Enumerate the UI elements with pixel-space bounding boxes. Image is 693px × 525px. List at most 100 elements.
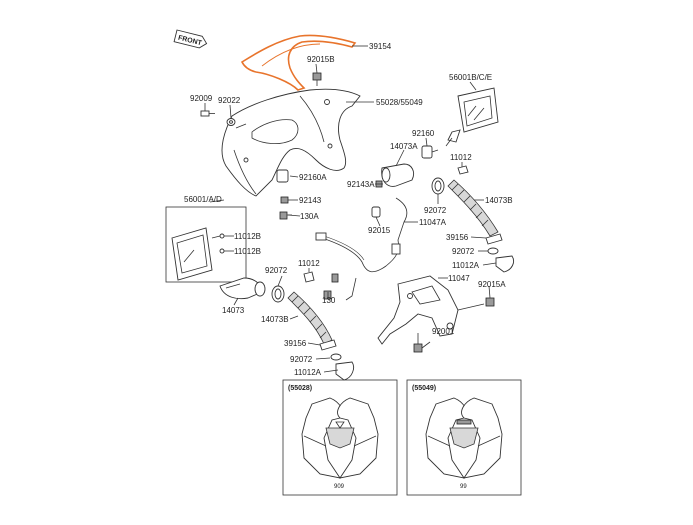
label-11012B-1[interactable]: 11012B [234,232,261,241]
label-92072-right[interactable]: 92072 [424,206,447,215]
bolt-92015B[interactable] [312,72,322,86]
left-mirror[interactable] [165,206,247,283]
variant-right-footer: 99 [460,484,467,490]
bolt-130[interactable] [323,290,332,300]
label-11012-center[interactable]: 11012 [298,259,320,268]
svg-text:39156: 39156 [446,233,469,242]
svg-text:11012: 11012 [298,259,320,268]
cap-11012A-left[interactable] [335,361,355,381]
upper-cowl[interactable] [221,88,361,197]
label-92015[interactable]: 92015 [368,226,391,235]
svg-text:14073B: 14073B [261,315,289,324]
hose-14073B-left[interactable] [287,291,333,345]
label-11012A-left[interactable]: 11012A [294,368,322,377]
duct-14073[interactable] [219,277,266,300]
label-92160A[interactable]: 92160A [299,173,327,182]
svg-text:11012A: 11012A [294,368,322,377]
label-130[interactable]: 130 [322,296,336,305]
label-92022[interactable]: 92022 [218,96,241,105]
label-56001BCE[interactable]: 56001B/C/E [449,73,492,82]
seal-39156-left[interactable] [319,339,337,351]
right-mirror[interactable] [445,87,499,147]
variant-box-right[interactable]: (55049) 99 [406,379,522,496]
svg-text:56001/A/D: 56001/A/D [184,195,222,204]
label-14073B-left[interactable]: 14073B [261,315,289,324]
bracket-11047[interactable] [377,275,485,345]
front-direction-tag: FRONT [173,29,208,49]
grommet-92160A[interactable] [276,169,289,183]
svg-text:11012A: 11012A [452,261,480,270]
label-55028-55049[interactable]: 55028/55049 [376,98,423,107]
svg-text:55028/55049: 55028/55049 [376,98,423,107]
cap-11012A-right[interactable] [495,255,515,273]
label-39156-left[interactable]: 39156 [284,339,307,348]
label-92072-right-lower[interactable]: 92072 [452,247,475,256]
label-92160[interactable]: 92160 [412,129,435,138]
label-11047A[interactable]: 11047A [419,218,447,227]
label-56001AD[interactable]: 56001/A/D [184,195,222,204]
bolt-92009[interactable] [200,110,215,117]
label-14073A[interactable]: 14073A [390,142,418,151]
ring-92072-left[interactable] [271,285,285,303]
svg-text:14073: 14073 [222,306,245,315]
svg-text:92160A: 92160A [299,173,327,182]
svg-text:130: 130 [322,296,336,305]
clip-11012-top[interactable] [457,165,469,175]
svg-text:92001: 92001 [432,327,455,336]
label-39156-right[interactable]: 39156 [446,233,469,242]
bolt-92001[interactable] [413,341,431,353]
ring-92072-left-lower[interactable] [330,353,342,361]
harness-11047A[interactable] [315,197,408,301]
svg-text:39156: 39156 [284,339,307,348]
label-92072-left[interactable]: 92072 [265,266,288,275]
label-14073[interactable]: 14073 [222,306,245,315]
seal-39154-highlight[interactable] [240,34,357,91]
grommet-92160[interactable] [421,145,439,159]
label-92143A[interactable]: 92143A [347,180,375,189]
label-130A[interactable]: 130A [300,212,319,221]
svg-text:14073A: 14073A [390,142,418,151]
hose-14073B-right[interactable] [447,179,499,237]
label-92015B[interactable]: 92015B [307,55,335,64]
svg-text:92143A: 92143A [347,180,375,189]
label-39154[interactable]: 39154 [369,42,392,51]
svg-text:92072: 92072 [290,355,313,364]
svg-text:92072: 92072 [452,247,475,256]
variant-left-footer: 909 [334,484,345,490]
label-11012-top[interactable]: 11012 [450,153,472,162]
variant-box-left[interactable]: (55028) 909 [282,379,398,496]
label-11012A-right[interactable]: 11012A [452,261,480,270]
svg-text:92015A: 92015A [478,280,506,289]
variant-left-header: (55028) [288,385,312,392]
svg-text:11047A: 11047A [419,218,447,227]
label-92015A[interactable]: 92015A [478,280,506,289]
clip-11012-center[interactable] [303,271,315,283]
label-92009[interactable]: 92009 [190,94,213,103]
svg-text:92143: 92143 [299,196,322,205]
label-11047[interactable]: 11047 [448,274,470,283]
svg-text:92072: 92072 [265,266,288,275]
svg-text:11047: 11047 [448,274,470,283]
bolt-92015A[interactable] [485,297,495,307]
svg-text:11012: 11012 [450,153,472,162]
bolt-92015[interactable] [371,206,381,218]
part-labels: 39154 92015B 56001B/C/E 92009 92022 5502… [184,42,513,377]
svg-text:39154: 39154 [369,42,392,51]
leader-lines [204,45,497,373]
label-92143[interactable]: 92143 [299,196,322,205]
ring-92072-right-lower[interactable] [487,247,499,255]
label-92072-left-lower[interactable]: 92072 [290,355,313,364]
duct-14073A[interactable] [381,163,415,187]
svg-text:11012B: 11012B [234,232,261,241]
bolt-92143[interactable] [280,196,289,204]
washer-92022[interactable] [226,118,236,126]
label-92001[interactable]: 92001 [432,327,455,336]
seal-39156-right[interactable] [485,233,503,245]
svg-text:92022: 92022 [218,96,241,105]
label-14073B-right[interactable]: 14073B [485,196,513,205]
svg-text:11012B: 11012B [234,247,261,256]
svg-text:92009: 92009 [190,94,213,103]
ring-92072-right[interactable] [431,177,445,195]
label-11012B-2[interactable]: 11012B [234,247,261,256]
